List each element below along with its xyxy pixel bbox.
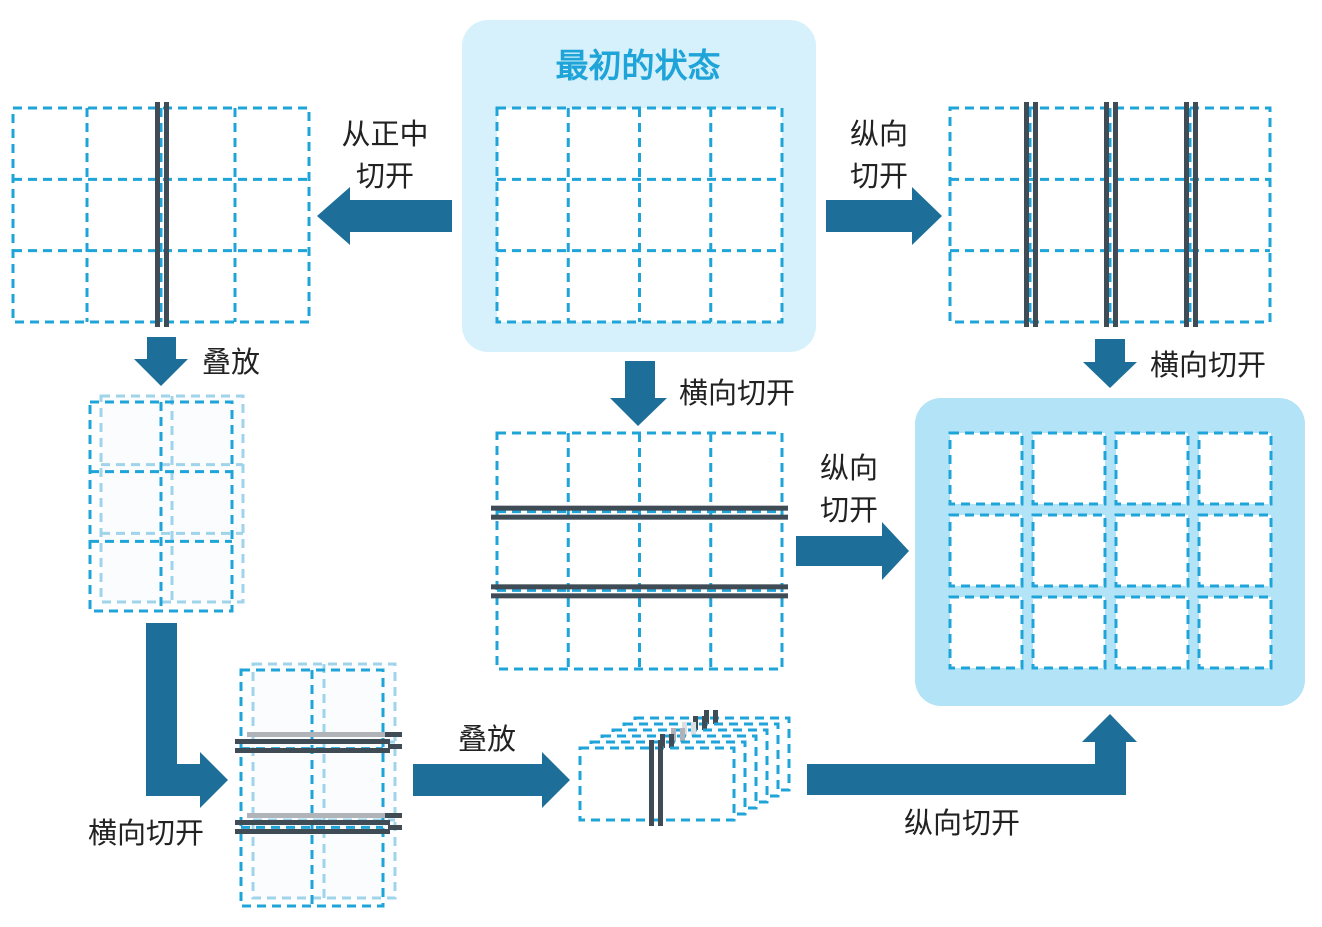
cut-line [1104,102,1109,327]
piece-background [1033,597,1105,668]
cut-line [491,505,788,511]
label-stack: 叠放 [458,722,516,756]
cut-line [388,744,402,749]
arrow-right-icon [796,522,909,580]
piece-background [1116,433,1188,504]
cut-line [235,739,390,744]
cut-line [1024,102,1029,327]
cut-line [491,593,788,599]
cut-line [235,829,390,834]
label-vertical-cut-2: 切开 [850,159,908,193]
arrow-left-icon [317,187,452,245]
piece [1031,595,1107,670]
cut-line [649,740,654,826]
middle-cut-grid [11,102,311,327]
initial-grid [495,106,784,324]
cut-line [247,732,400,737]
piece [948,513,1024,588]
strip-background [580,748,734,820]
label-horizontal-cut: 横向切开 [88,816,204,850]
piece-background [1033,433,1105,504]
arrow-down-icon [1083,339,1137,388]
label-vertical-cut-2: 切开 [820,493,878,527]
cut-line [235,748,390,753]
arrow-elbow-right-icon [146,623,228,808]
piece [1197,595,1273,670]
cut-line [1184,102,1189,327]
piece [948,431,1024,506]
piece [1114,431,1190,506]
grid-border [99,394,245,604]
cut-line [491,584,788,590]
label-vertical-cut: 纵向 [820,451,878,485]
piece [1197,513,1273,588]
cut-line [658,740,663,826]
cut-line [155,102,160,327]
piece-background [950,433,1022,504]
piece [1197,431,1273,506]
cut-line [491,514,788,520]
piece-background [1199,433,1271,504]
strip-border [578,746,736,822]
arrow-right-icon [413,752,570,808]
grid-border [239,668,385,908]
cut-line [388,825,402,830]
piece-background [1199,597,1271,668]
label-cut-middle: 从正中 [341,117,428,151]
label-horizontal-cut: 横向切开 [1150,348,1266,382]
arrow-down-icon [134,337,188,386]
vertical-cut-grid [948,102,1272,327]
piece-background [950,515,1022,586]
stacked-halves-grid [88,394,245,613]
label-vertical-cut: 纵向切开 [904,806,1020,840]
arrow-right-icon [826,187,942,245]
stacked-halves-cut-grid [235,662,402,908]
piece-background [1116,597,1188,668]
piece [948,595,1024,670]
cut-line [164,102,169,327]
label-horizontal-cut: 横向切开 [679,376,795,410]
horizontal-cut-grid [491,431,788,671]
piece [1114,513,1190,588]
piece [1114,595,1190,670]
grid-border [88,400,234,613]
cut-line [235,820,390,825]
label-cut-middle-2: 切开 [356,159,414,193]
stacked-strips [578,710,791,826]
piece [1031,513,1107,588]
result-pieces [948,431,1273,670]
cut-line [1193,102,1198,327]
piece-background [1033,515,1105,586]
cut-line [1033,102,1038,327]
grid-border [251,662,397,900]
cut-line [385,813,402,818]
piece-background [1116,515,1188,586]
initial-state-title: 最初的状态 [556,46,721,85]
piece-background [1199,515,1271,586]
label-vertical-cut: 纵向 [850,117,908,151]
label-stack: 叠放 [202,345,260,379]
arrow-down-icon [610,361,667,426]
arrow-elbow-up-icon [807,714,1137,795]
piece [1031,431,1107,506]
cut-line [247,813,400,818]
cut-line [1113,102,1118,327]
piece-background [950,597,1022,668]
cut-line [385,732,402,737]
